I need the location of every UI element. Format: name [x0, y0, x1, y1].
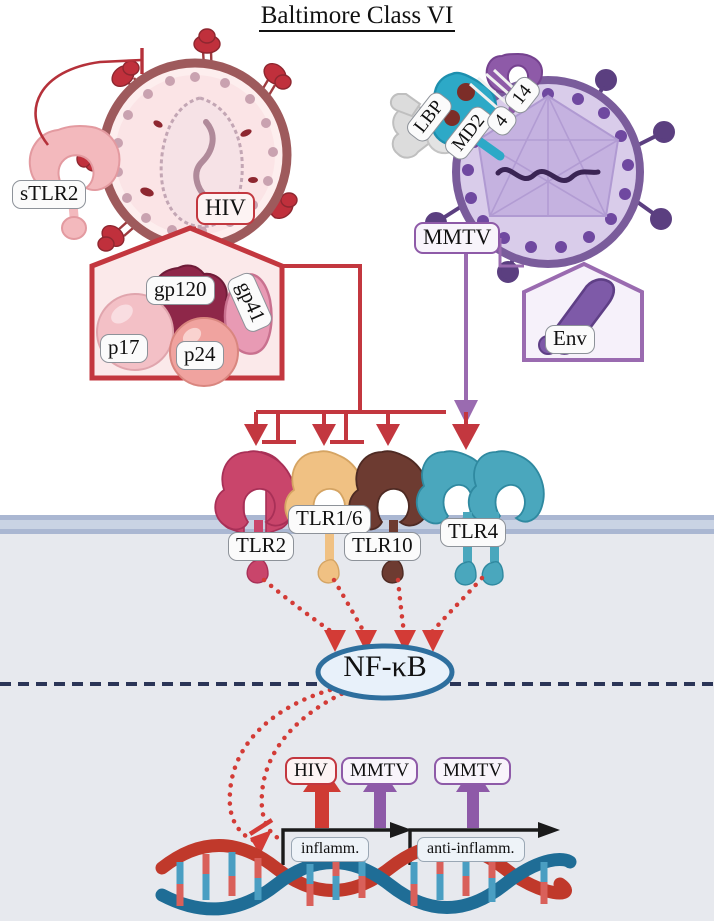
p24-label[interactable]: p24 — [176, 341, 224, 370]
tlr-to-nfkb-dotted-paths — [261, 575, 485, 635]
mmtv-virion-label[interactable]: MMTV — [414, 222, 501, 254]
tlr2-label[interactable]: TLR2 — [228, 532, 295, 561]
nfkb-activation-arrowheads — [324, 630, 444, 652]
nfkb-label[interactable]: NF-κB — [343, 650, 427, 683]
gene-1-label[interactable]: inflamm. — [291, 837, 370, 862]
gene-2-regulator-mmtv-label[interactable]: MMTV — [434, 757, 512, 786]
gp120-label[interactable]: gp120 — [146, 276, 215, 305]
nfkb-gene-activation-arrowhead — [250, 830, 272, 855]
tlr4-label[interactable]: TLR4 — [440, 518, 507, 547]
page-title-text: Baltimore Class VI — [258, 2, 456, 32]
nfkb-gene-inhibition-bar — [248, 818, 274, 836]
tlr4-activation-arrow — [452, 412, 480, 450]
nfkb-to-gene-dotted-paths — [227, 687, 353, 845]
hiv-enzyme-dots — [140, 120, 258, 197]
env-label[interactable]: Env — [545, 325, 595, 354]
tlr4-ligand-pocket — [457, 83, 475, 101]
gene-1-regulator-hiv-label[interactable]: HIV — [285, 757, 337, 786]
hiv-matrix-beads — [113, 72, 278, 236]
gene-2-label[interactable]: anti-inflamm. — [417, 837, 525, 862]
gene-1-promoter-arrow — [281, 822, 412, 865]
hiv-signal-bus — [254, 264, 446, 424]
hiv-inhibition-bars — [262, 412, 364, 444]
stlr2-inhibition-line — [34, 58, 143, 146]
lbp-protein-lobe — [390, 93, 422, 118]
stlr2-tir-domain — [61, 216, 87, 240]
nfkb-ellipse[interactable] — [315, 643, 455, 701]
env-callout-connector — [498, 238, 524, 268]
p17-label[interactable]: p17 — [100, 334, 148, 363]
gene-1-regulator-mmtv-label[interactable]: MMTV — [341, 757, 419, 786]
hiv-rna-genome — [193, 119, 216, 201]
hiv-activation-arrowheads — [244, 424, 400, 446]
p24-highlight — [182, 327, 202, 345]
page-title: Baltimore Class VI — [0, 2, 714, 32]
mmtv-rna-genome — [495, 167, 601, 183]
hiv-virion-label[interactable]: HIV — [196, 192, 255, 225]
stlr2-label[interactable]: sTLR2 — [12, 180, 87, 209]
tlr16-label[interactable]: TLR1/6 — [288, 505, 371, 534]
tlr10-label[interactable]: TLR10 — [344, 532, 421, 561]
p17-highlight — [111, 304, 133, 324]
